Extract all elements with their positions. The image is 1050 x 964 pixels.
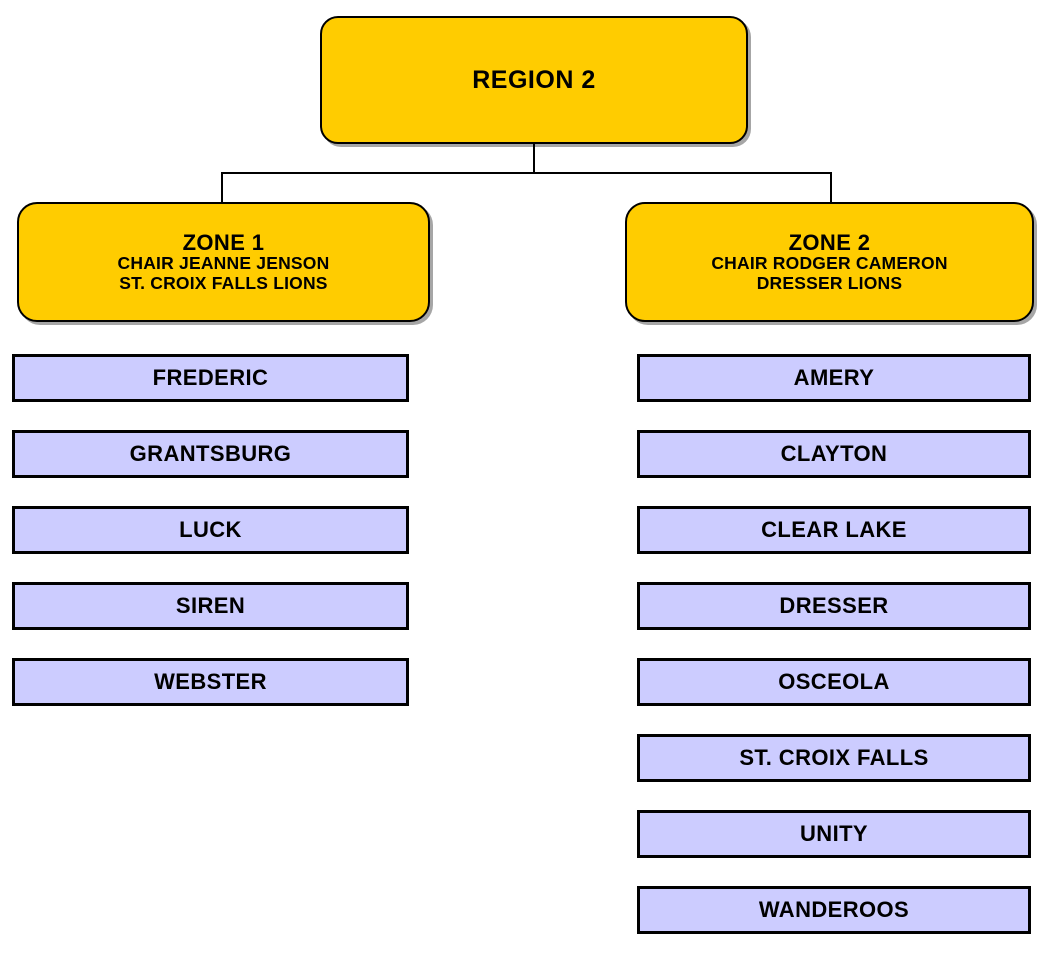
connector-drop-zone-1 xyxy=(221,172,223,204)
club-box[interactable]: GRANTSBURG xyxy=(12,430,409,478)
club-box[interactable]: CLEAR LAKE xyxy=(637,506,1031,554)
club-box[interactable]: LUCK xyxy=(12,506,409,554)
zone-1-chair: CHAIR JEANNE JENSON xyxy=(117,252,330,273)
club-box[interactable]: ST. CROIX FALLS xyxy=(637,734,1031,782)
club-box[interactable]: CLAYTON xyxy=(637,430,1031,478)
node-zone-1[interactable]: ZONE 1 CHAIR JEANNE JENSON ST. CROIX FAL… xyxy=(17,202,430,322)
zone-2-club: DRESSER LIONS xyxy=(756,272,903,293)
connector-horizontal-bus xyxy=(221,172,832,174)
club-box[interactable]: SIREN xyxy=(12,582,409,630)
club-box[interactable]: WEBSTER xyxy=(12,658,409,706)
club-box[interactable]: AMERY xyxy=(637,354,1031,402)
connector-drop-zone-2 xyxy=(830,172,832,204)
connector-root-stem xyxy=(533,143,535,174)
zone-2-title: ZONE 2 xyxy=(788,229,871,255)
zone-1-club-list: FREDERIC GRANTSBURG LUCK SIREN WEBSTER xyxy=(12,354,409,734)
club-box[interactable]: OSCEOLA xyxy=(637,658,1031,706)
zone-2-chair: CHAIR RODGER CAMERON xyxy=(711,252,948,273)
zone-1-title: ZONE 1 xyxy=(182,229,265,255)
region-title: REGION 2 xyxy=(472,65,596,94)
node-region-2[interactable]: REGION 2 xyxy=(320,16,748,144)
club-box[interactable]: UNITY xyxy=(637,810,1031,858)
zone-2-club-list: AMERY CLAYTON CLEAR LAKE DRESSER OSCEOLA ST. … xyxy=(637,354,1031,962)
zone-1-club: ST. CROIX FALLS LIONS xyxy=(119,272,328,293)
club-box[interactable]: FREDERIC xyxy=(12,354,409,402)
club-box[interactable]: DRESSER xyxy=(637,582,1031,630)
club-box[interactable]: WANDEROOS xyxy=(637,886,1031,934)
node-zone-2[interactable]: ZONE 2 CHAIR RODGER CAMERON DRESSER LION… xyxy=(625,202,1034,322)
